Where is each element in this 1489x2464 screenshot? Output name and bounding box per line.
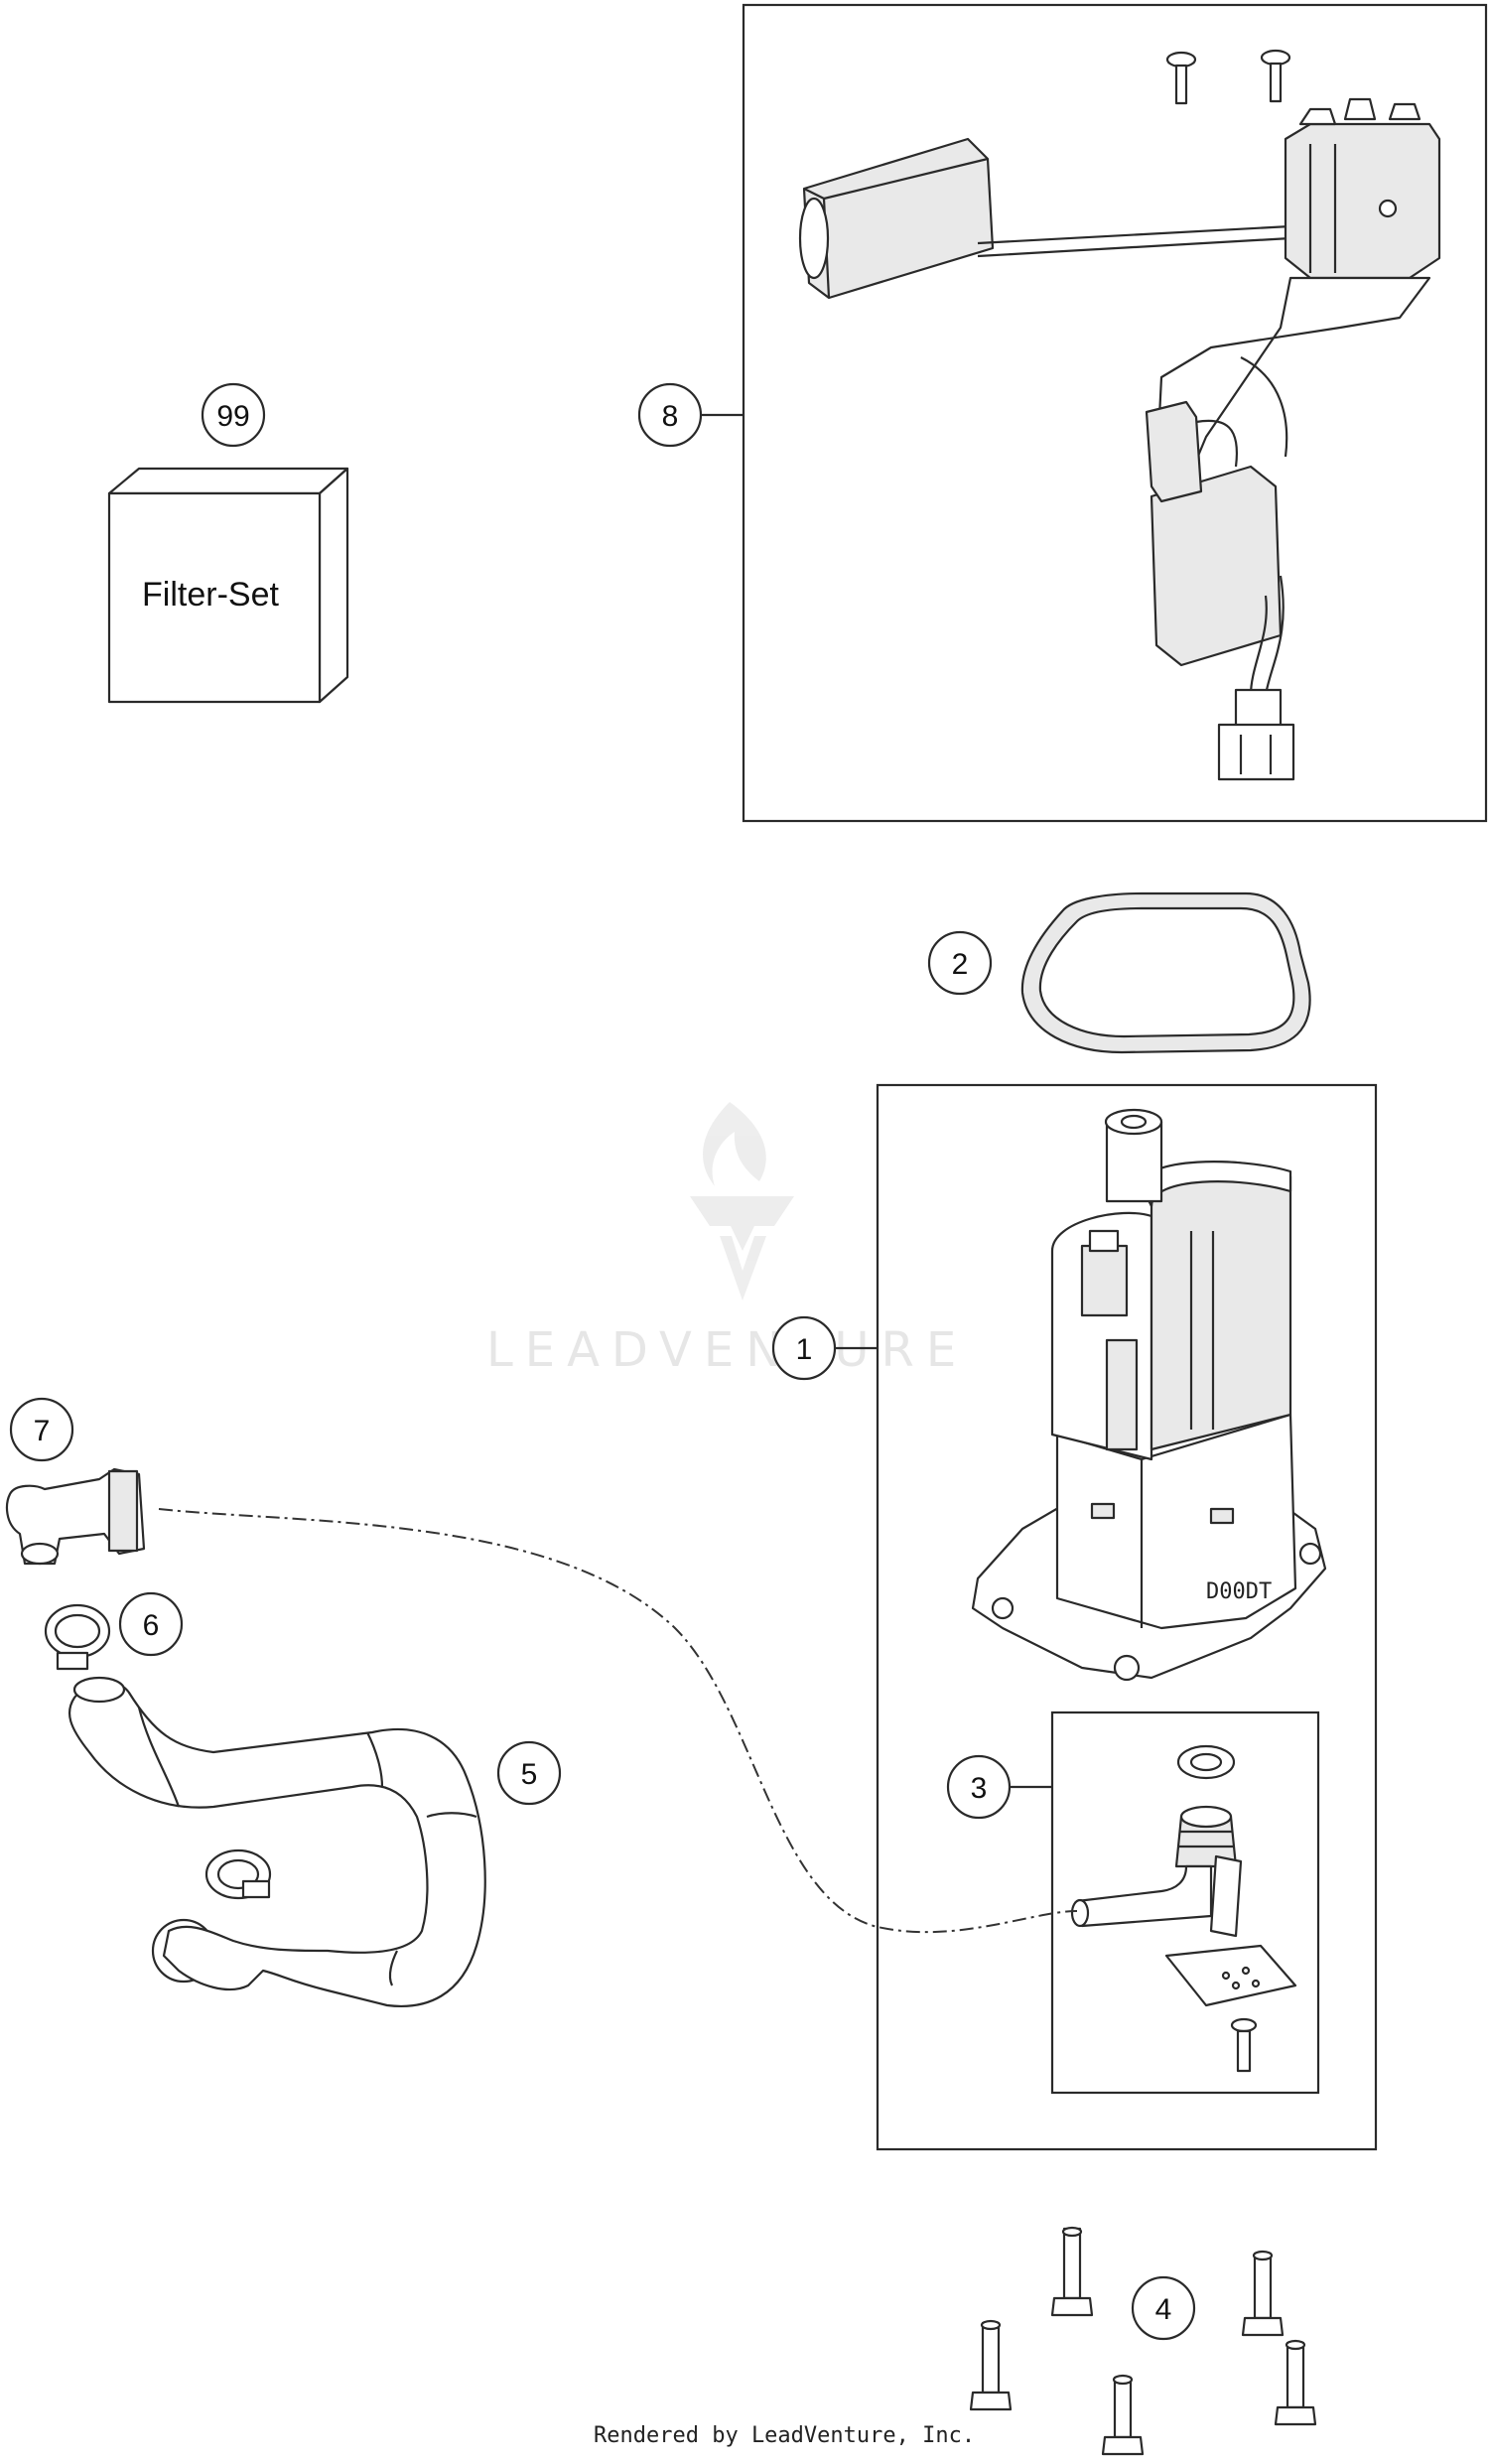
screw-right-icon — [1260, 49, 1291, 103]
bolt-icon — [1274, 2339, 1317, 2426]
valve-assembly — [1070, 1744, 1297, 2073]
screw-left-icon — [1165, 51, 1197, 105]
valve-screw-icon — [1230, 2017, 1258, 2073]
callout-3: 3 — [946, 1754, 1012, 1820]
watermark-text: LEADVENTURE — [486, 1322, 968, 1378]
quick-connector-icon — [5, 1467, 146, 1566]
callout-1: 1 — [771, 1315, 837, 1381]
hose-clamp-upper-icon — [44, 1603, 111, 1671]
retainer-plate-icon — [1164, 1944, 1297, 2007]
pump-outlet-icon — [1105, 1120, 1163, 1203]
float-icon — [802, 137, 995, 300]
vent-hose-path — [158, 1508, 1078, 1934]
callout-2: 2 — [927, 930, 993, 996]
sender-head-icon — [1284, 122, 1441, 280]
svg-text:3: 3 — [971, 1772, 988, 1805]
svg-text:7: 7 — [34, 1415, 51, 1447]
item-3-frame — [1050, 1711, 1320, 2095]
hose-clamp-lower-icon — [204, 1848, 272, 1900]
svg-text:1: 1 — [796, 1333, 813, 1366]
svg-text:8: 8 — [662, 400, 679, 433]
callout-99: 99 — [201, 382, 266, 448]
bolt-icon — [1241, 2250, 1285, 2337]
fuel-hose-icon — [68, 1676, 486, 2007]
gasket-icon — [1020, 891, 1311, 1054]
filter-set-box: Filter-Set — [107, 467, 349, 704]
svg-text:2: 2 — [952, 948, 969, 981]
watermark-logo — [690, 1102, 794, 1300]
item-8-frame — [742, 3, 1488, 823]
fuel-pump-module: D00DT — [971, 1108, 1327, 1682]
callout-5: 5 — [496, 1740, 562, 1806]
pump-module-label: D00DT — [1206, 1579, 1272, 1604]
svg-text:5: 5 — [521, 1758, 538, 1791]
fuel-level-sender — [798, 49, 1441, 781]
pump-connector-icon — [1080, 1244, 1129, 1317]
callout-7: 7 — [9, 1397, 74, 1462]
item-1-frame — [876, 1083, 1378, 2151]
bolt-icon — [1050, 2226, 1094, 2317]
valve-nozzle-icon — [1075, 1864, 1213, 1928]
svg-text:4: 4 — [1155, 2293, 1172, 2326]
svg-text:6: 6 — [143, 1609, 160, 1642]
wire-plug-icon — [1234, 688, 1283, 732]
callout-6-upper: 6 — [118, 1591, 184, 1657]
svg-text:99: 99 — [216, 400, 249, 433]
footer-credit: Rendered by LeadVenture, Inc. — [594, 2423, 975, 2448]
bolt-icon — [969, 2319, 1013, 2411]
connector-icon — [1145, 400, 1203, 503]
filter-set-label: Filter-Set — [142, 576, 279, 614]
callout-4: 4 — [1131, 2275, 1196, 2341]
bolt-icon — [1101, 2374, 1145, 2456]
callout-8: 8 — [637, 382, 703, 448]
